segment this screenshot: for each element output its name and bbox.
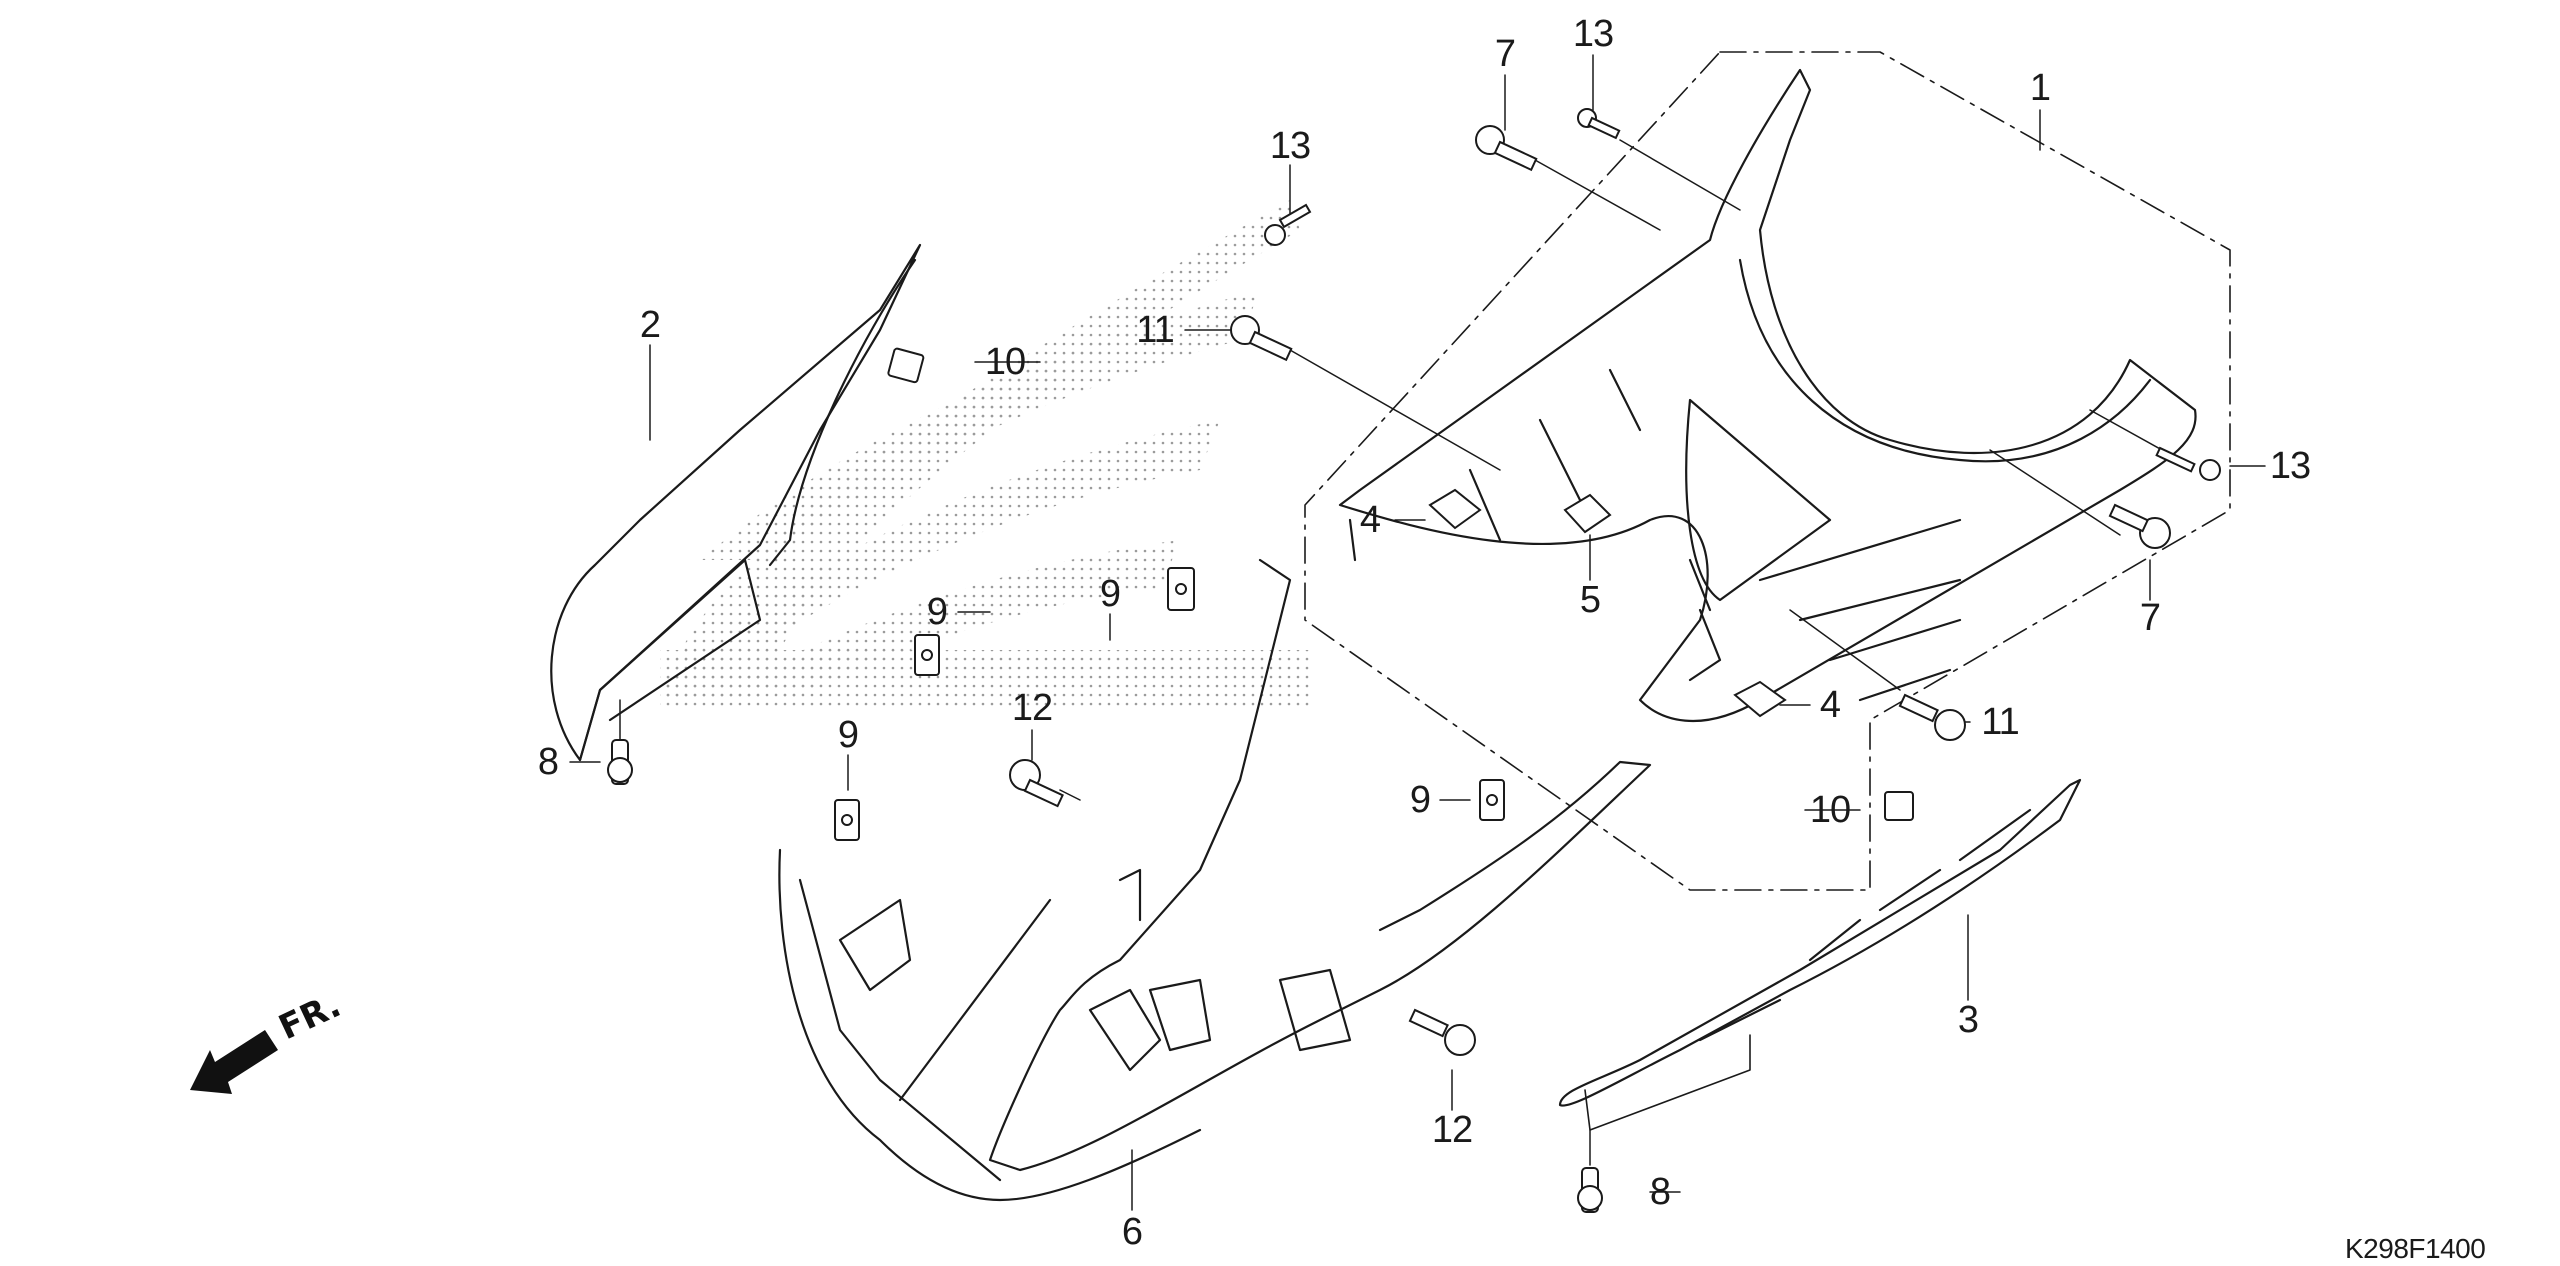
clip-nut-9a-icon — [1167, 567, 1195, 611]
leader-lines — [569, 54, 2266, 1211]
screw-13-right-icon — [2155, 446, 2221, 481]
callout-5: 5 — [1579, 579, 1601, 621]
clip-nut-9c-icon — [834, 799, 860, 841]
callout-11: 11 — [1981, 701, 2019, 743]
callout-8: 8 — [1649, 1171, 1671, 1213]
front-direction-label: FR. — [273, 985, 347, 1048]
callout-10: 10 — [984, 341, 1026, 383]
callout-7: 7 — [1494, 33, 1516, 75]
callout-9: 9 — [837, 714, 859, 756]
bolt-7-right-icon — [2108, 503, 2171, 549]
callout-10: 10 — [1809, 789, 1851, 831]
part-1-floor-panel — [1338, 68, 2197, 723]
screw-13-upper-icon — [1577, 108, 1621, 140]
bolt-11-left-icon — [1230, 315, 1293, 362]
honda-wing-watermark — [660, 200, 1310, 710]
callout-9: 9 — [1099, 573, 1121, 615]
trim-clip-8-left-icon — [607, 739, 633, 785]
callout-11: 11 — [1136, 309, 1174, 351]
bolt-12-left-icon — [1009, 759, 1064, 808]
pad-4a-icon — [1428, 488, 1482, 530]
bolt-11-right-icon — [1898, 693, 1966, 741]
drawing-code: K298F1400 — [2345, 1233, 2486, 1264]
callout-9: 9 — [1409, 779, 1431, 821]
bolt-12-right-icon — [1408, 1008, 1476, 1056]
callout-1: 1 — [2029, 67, 2051, 109]
fasteners — [607, 108, 2221, 1213]
callout-8: 8 — [537, 741, 559, 783]
part-3-right-side-cover — [1558, 778, 2082, 1131]
callout-3: 3 — [1957, 999, 1979, 1041]
clip-10-right-icon — [1884, 791, 1914, 821]
callout-7: 7 — [2139, 597, 2161, 639]
part-2-left-side-cover — [550, 243, 922, 762]
callout-2: 2 — [639, 304, 661, 346]
callout-13: 13 — [1269, 125, 1311, 167]
callout-13: 13 — [1572, 13, 1614, 55]
screw-13-left-icon — [1264, 203, 1312, 246]
part-1-group-outline — [1304, 51, 2231, 891]
callout-12: 12 — [1011, 687, 1053, 729]
bolt-7-upper-icon — [1475, 125, 1538, 172]
trim-clip-8-right-icon — [1577, 1167, 1603, 1213]
front-arrow-icon: FR. — [190, 985, 347, 1094]
pad-4b-icon — [1733, 680, 1787, 718]
clip-nut-9d-icon — [1479, 779, 1505, 821]
callout-12: 12 — [1431, 1109, 1473, 1151]
callout-13: 13 — [2269, 445, 2311, 487]
clip-nut-9b-icon — [914, 634, 940, 676]
clip-10-left-icon — [887, 347, 925, 384]
part-6-under-cover — [778, 558, 1652, 1202]
callout-9: 9 — [926, 591, 948, 633]
pad-5-icon — [1563, 493, 1612, 534]
callout-4: 4 — [1819, 684, 1841, 726]
callout-6: 6 — [1121, 1211, 1143, 1253]
callout-4: 4 — [1359, 499, 1381, 541]
